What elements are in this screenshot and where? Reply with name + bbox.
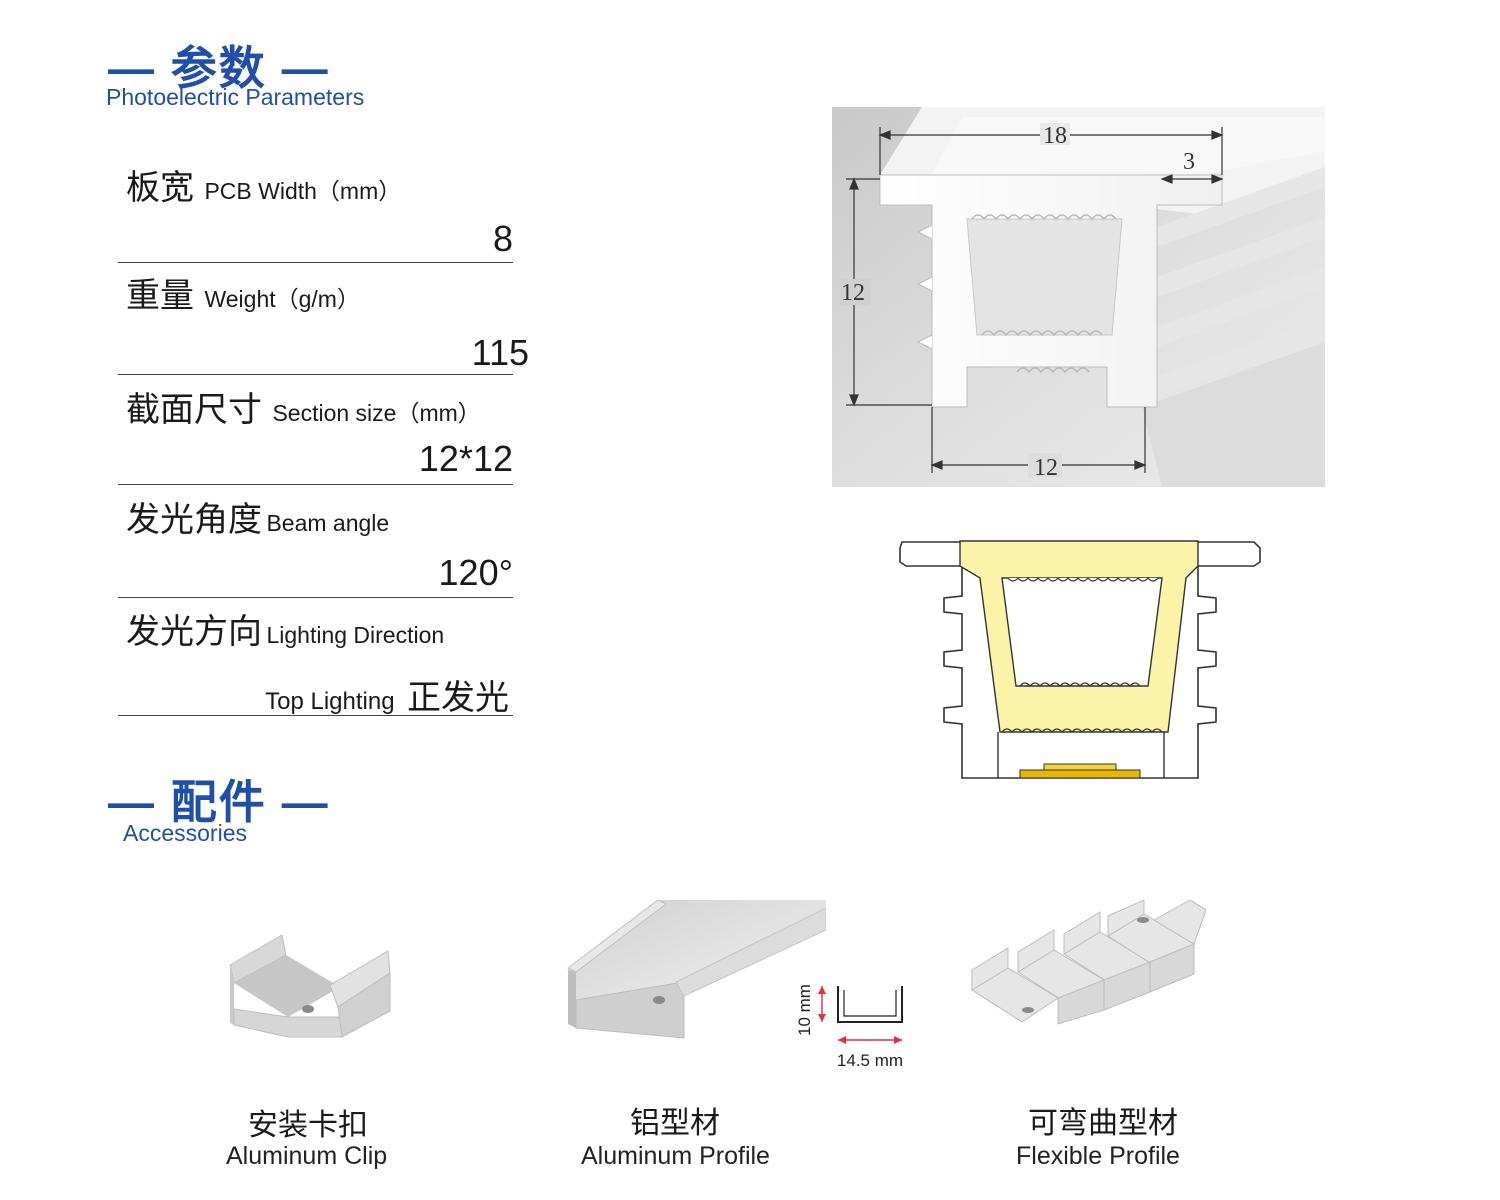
param-row-weight: 重量 Weight（g/m） 115	[118, 268, 529, 375]
param-label-cn: 发光角度	[126, 501, 262, 539]
param-value: 120°	[438, 552, 513, 593]
dim-flange: 3	[1183, 149, 1195, 175]
param-label-en: Weight（g/m）	[204, 286, 360, 312]
param-value: 115	[471, 332, 529, 373]
param-label-cn: 重量	[126, 277, 194, 315]
profile-cross-section	[898, 538, 1262, 782]
params-header: — 参数 —	[108, 32, 330, 98]
accessories-subtitle: Accessories	[123, 820, 247, 846]
param-value: 8	[492, 218, 513, 259]
param-row-beam-angle: 发光角度 Beam angle 120°	[118, 492, 513, 598]
aluminum-profile-dimension: 10 mm 14.5 mm	[790, 966, 920, 1072]
accessory-label-en: Aluminum Clip	[226, 1142, 388, 1170]
param-value-en: Top Lighting	[265, 688, 395, 715]
profile-3d-svg: 18 3 12 12	[832, 107, 1325, 487]
param-value: 12*12	[418, 438, 513, 479]
dim-height: 12	[841, 280, 865, 306]
param-row-section-size: 截面尺寸 Section size（mm） 12*12	[118, 382, 513, 485]
aluminum-profile-image	[566, 899, 827, 1045]
profile-3d-drawing: 18 3 12 12	[832, 107, 1325, 487]
accessory-label-cn: 铝型材	[630, 1107, 720, 1140]
accessories-title: — 配件 —	[108, 776, 330, 828]
accessory-label-en: Aluminum Profile	[581, 1142, 770, 1170]
param-label-en: Beam angle	[266, 510, 390, 536]
dim-top-width: 18	[1043, 123, 1067, 149]
param-label-cn: 发光方向	[126, 613, 262, 651]
param-label-cn: 板宽	[126, 169, 194, 207]
dim-bottom-width: 12	[1034, 455, 1058, 481]
params-title: — 参数 —	[108, 42, 330, 94]
accessory-label-cn: 可弯曲型材	[1028, 1107, 1178, 1140]
param-label-en: Lighting Direction	[266, 622, 445, 648]
param-value: Top Lighting 正发光	[265, 670, 509, 719]
params-subtitle: Photoelectric Parameters	[106, 84, 365, 110]
flexible-profile-image	[968, 899, 1210, 1032]
aluminum-clip-image	[220, 925, 400, 1050]
profile-width-label: 14.5 mm	[837, 1051, 903, 1070]
param-label-cn: 截面尺寸	[126, 391, 262, 429]
accessory-label-cn: 安装卡扣	[248, 1109, 368, 1142]
param-label-en: PCB Width（mm）	[204, 178, 402, 204]
param-value-cn: 正发光	[407, 679, 509, 717]
accessories-header: — 配件 —	[108, 766, 330, 832]
param-row-pcb-width: 板宽 PCB Width（mm） 8	[118, 160, 513, 263]
param-row-lighting-direction: 发光方向 Lighting Direction Top Lighting 正发光	[118, 604, 513, 719]
cross-section-svg	[899, 540, 1261, 779]
param-label-en: Section size（mm）	[272, 400, 481, 426]
accessory-label-en: Flexible Profile	[1016, 1142, 1180, 1170]
profile-height-label: 10 mm	[795, 984, 814, 1036]
